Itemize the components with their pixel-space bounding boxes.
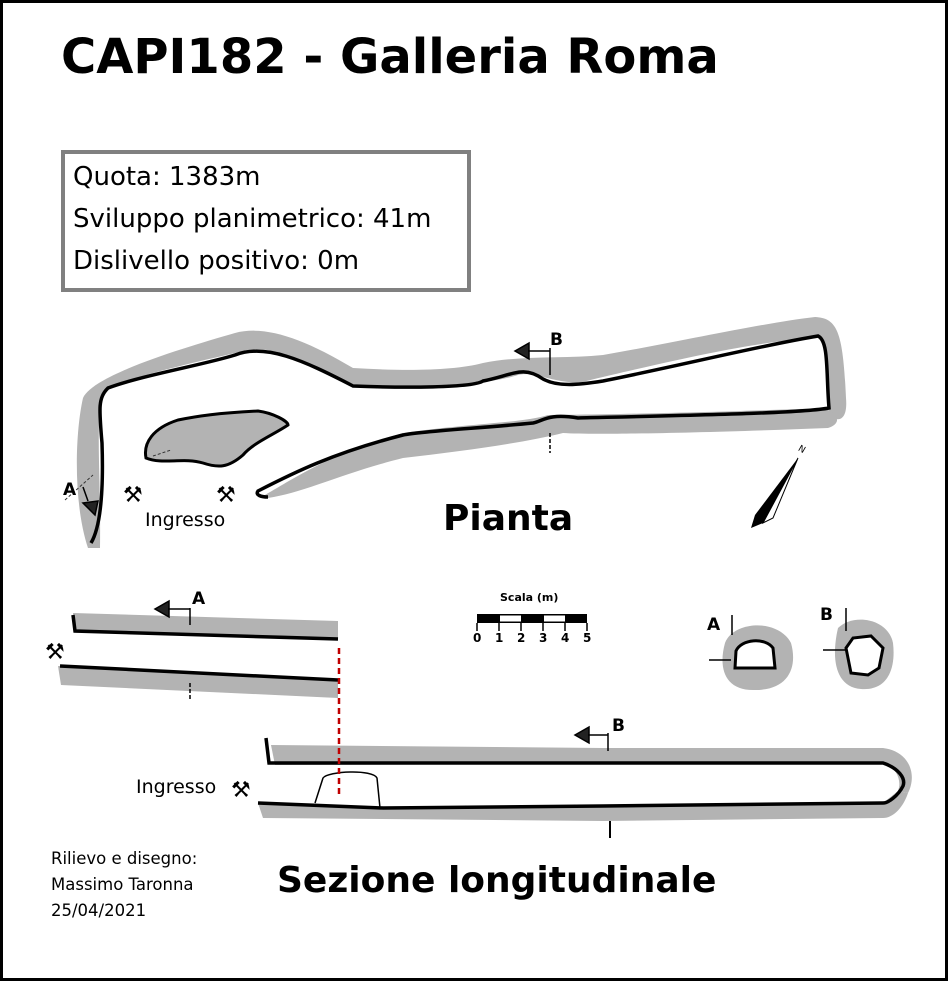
plan-title: Pianta [443,498,574,539]
elevation-difference: Dislivello positivo: 0m [73,246,360,276]
entrance-icon: ⚒ [123,483,143,508]
section-title: Sezione longitudinale [277,860,717,901]
scale-title: Scala (m) [500,591,559,604]
plan-entrance-label: Ingresso [145,509,226,531]
altitude: Quota: 1383m [73,162,261,192]
section-mark-b-plan: B [550,330,563,350]
section-rock-2-top [271,745,912,793]
cross-section-a-label: A [707,615,721,635]
credit-date: 25/04/2021 [51,901,147,920]
entrance-icon: ⚒ [45,640,65,665]
longitudinal-section [58,599,912,838]
plan-view [64,317,847,548]
credits: Rilievo e disegno: Massimo Taronna 25/04… [51,846,197,924]
section-b-arrow-plan [513,341,550,361]
section-a-arrow [81,486,99,517]
scale-tick-0: 0 [473,631,482,645]
pillar [143,409,290,468]
plan-rock-upper [76,317,847,548]
entrance-icon: ⚒ [231,778,251,803]
section-mark-b: B [612,716,625,736]
page-title: CAPI182 - Galleria Roma [61,29,719,85]
section-rock-1-bottom [58,666,338,698]
scale-tick-1: 1 [495,631,504,645]
scale-tick-3: 3 [539,631,548,645]
cross-section-a [709,615,794,691]
planimetric-length: Sviluppo planimetrico: 41m [73,204,432,234]
cross-section-b [823,608,894,690]
cave-drawing: ⚒ ⚒ ⚒ ⚒ [45,317,912,838]
north-arrow-icon [751,457,799,528]
scale-tick-5: 5 [583,631,592,645]
info-box: Quota: 1383m Sviluppo planimetrico: 41m … [61,150,471,292]
plan-rock-lower [265,408,838,498]
scale-tick-2: 2 [517,631,526,645]
section-entrance-label: Ingresso [136,776,217,798]
section-mark-a: A [192,589,206,609]
entrance-icon: ⚒ [216,483,236,508]
scale-tick-4: 4 [561,631,570,645]
cross-section-b-label: B [820,605,833,625]
section-mark-a-plan: A [63,480,77,500]
credit-author: Massimo Taronna [51,875,194,894]
plan-wall-upper [89,334,831,544]
scale-bar [476,614,588,631]
credit-line-1: Rilievo e disegno: [51,849,198,868]
